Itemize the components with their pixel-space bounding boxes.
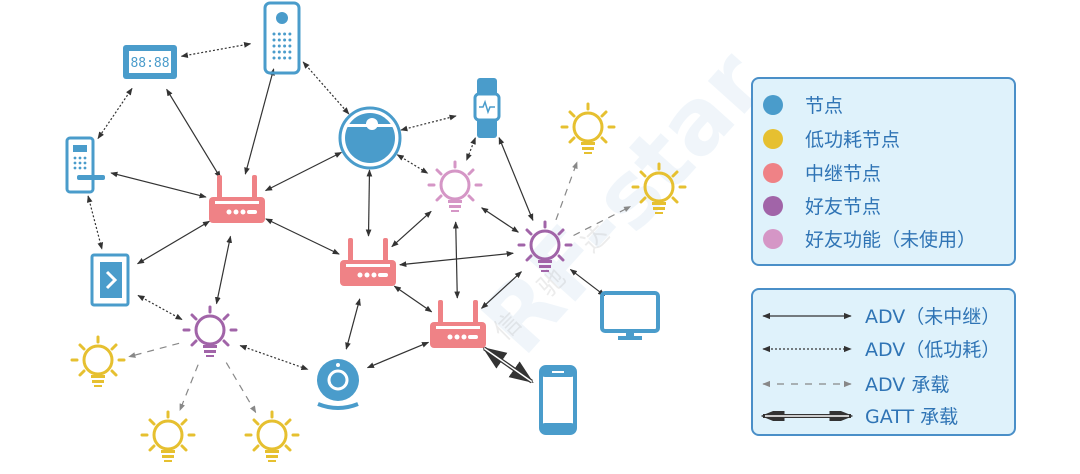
bulb-icon	[427, 160, 483, 212]
legend-dot-icon	[763, 195, 783, 216]
edge-bpl-y5	[225, 362, 257, 414]
svg-text:88:88: 88:88	[130, 56, 169, 71]
edge-r1-tablet	[136, 220, 211, 265]
legend-item-gatt-bearer: GATT 承载	[753, 402, 958, 429]
clock-icon: 88:88	[123, 45, 177, 79]
camera-icon	[317, 359, 359, 410]
legend-label: GATT 承载	[865, 406, 959, 428]
bulb-icon	[517, 220, 573, 272]
bulb-icon	[70, 335, 126, 387]
legend-label: 好友节点	[805, 196, 882, 218]
speaker-icon	[263, 1, 301, 75]
legend-item-relay: 中继节点	[753, 159, 881, 186]
legend-item-friend: 好友节点	[753, 192, 881, 219]
edge-clock-r1	[166, 88, 221, 179]
edge-speaker-r1	[244, 68, 275, 175]
legend-item-adv-bearer: ADV 承载	[753, 370, 949, 397]
dotted-arrow-icon	[762, 345, 852, 352]
edge-bpl-y4	[179, 364, 199, 411]
legend-dot-icon	[763, 94, 783, 115]
edge-speaker-vacuum	[302, 61, 350, 115]
tablet-icon	[90, 253, 130, 307]
legend-label: ADV（低功耗）	[865, 339, 1001, 361]
node-legend: 节点 低功耗节点 中继节点 好友节点 好友功能（未使用）	[751, 77, 1016, 266]
bulb-icon	[140, 410, 196, 462]
dashed-arrow-icon	[762, 380, 852, 387]
edge-vacuum-watch	[400, 114, 457, 132]
edge-r3-camera	[366, 341, 430, 369]
bulb-icon	[182, 305, 238, 357]
edge-r2-camera	[345, 298, 361, 350]
legend-item-adv-low-power: ADV（低功耗）	[753, 335, 1000, 362]
edge-r1-bpl	[215, 235, 232, 305]
legend-item-adv-unrelayed: ADV（未中继）	[753, 302, 1000, 329]
legend-dot-icon	[763, 162, 783, 183]
edge-bpl-y3	[128, 342, 180, 358]
legend-label: ADV（未中继）	[865, 306, 1001, 328]
lock-icon	[65, 136, 105, 194]
bulb-icon	[560, 102, 616, 154]
edge-lock-r1	[110, 171, 207, 199]
solid-arrow-icon	[762, 312, 852, 319]
double-arrow-icon	[761, 410, 853, 421]
watch-icon	[473, 78, 501, 138]
edge-r2-r3	[393, 285, 433, 313]
bulb-icon	[244, 410, 300, 462]
edge-clock-speaker	[180, 42, 252, 58]
legend-item-friend-unused: 好友功能（未使用）	[753, 225, 976, 252]
legend-dot-icon	[763, 228, 783, 249]
edge-bpr-y2	[573, 205, 632, 237]
edge-r2-bpink	[391, 210, 432, 248]
router-icon	[209, 175, 265, 223]
edge-watch-bpink	[466, 137, 476, 161]
edge-clock-lock	[97, 87, 133, 140]
vacuum-icon	[338, 106, 402, 170]
bulb-icon	[631, 162, 687, 214]
phone-icon	[539, 365, 577, 435]
legend-label: ADV 承载	[865, 374, 950, 396]
router-icon	[340, 238, 396, 286]
edge-tablet-bpl	[137, 294, 183, 321]
monitor-icon	[600, 291, 660, 340]
edge-bpl-camera	[239, 345, 309, 370]
legend-label: 节点	[805, 95, 844, 117]
edge-vacuum-bpink	[396, 154, 429, 174]
legend-item-node: 节点	[753, 91, 843, 118]
router-icon	[430, 300, 486, 348]
legend-label: 中继节点	[805, 163, 882, 185]
edge-vacuum-r2	[365, 169, 373, 237]
edge-bpink-bpr	[481, 207, 519, 233]
legend-label: 低功耗节点	[805, 129, 901, 151]
edge-lock-tablet	[86, 195, 104, 250]
edge-legend: ADV（未中继） ADV（低功耗） ADV 承载 GATT 承载	[751, 288, 1016, 436]
edge-bpr-monitor	[569, 268, 606, 297]
edge-r1-vacuum	[264, 151, 343, 192]
edge-bpink-r3	[452, 221, 461, 299]
legend-label: 好友功能（未使用）	[805, 229, 977, 251]
edge-r3-bpr	[481, 271, 522, 309]
edge-bpr-y1	[555, 161, 578, 221]
edge-r1-r2	[265, 218, 340, 255]
legend-dot-icon	[763, 128, 783, 149]
edge-watch-bpr	[498, 136, 534, 222]
legend-item-low-power: 低功耗节点	[753, 125, 900, 152]
